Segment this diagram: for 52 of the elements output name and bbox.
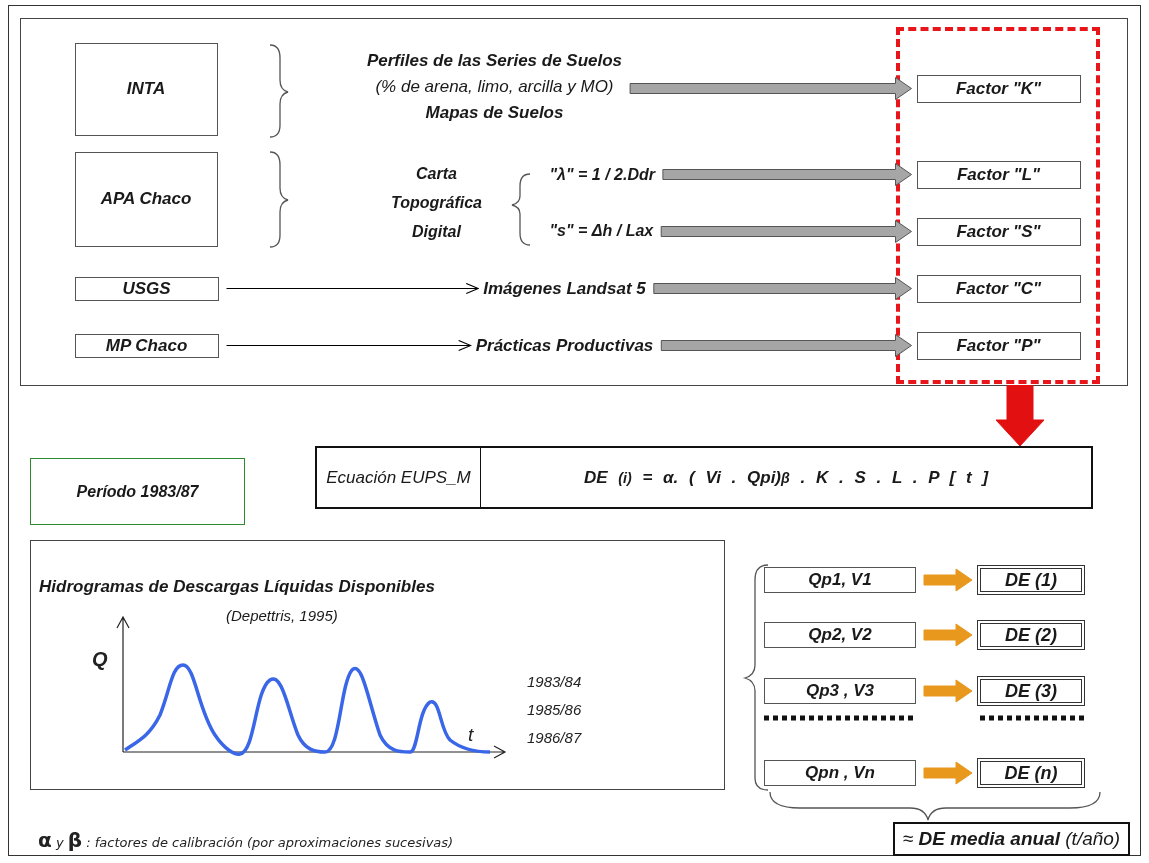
text-label: (% de arena, limo, arcilla y MO)	[375, 77, 614, 97]
source-box: Qp2, V2	[764, 622, 916, 648]
axis-label: Q	[92, 648, 108, 671]
block-arrow	[923, 761, 973, 785]
source-box: Factor "C"	[916, 274, 1081, 303]
text-label: Carta Topográfica Digital	[390, 163, 483, 242]
equation-name: Ecuación EUPS_M	[317, 448, 481, 507]
block-arrow	[629, 77, 912, 100]
result-box: DE (1)	[977, 565, 1085, 595]
text-label: Imágenes Landsat 5	[483, 278, 646, 299]
result-box: DE (3)	[977, 676, 1085, 706]
source-box: Factor "P"	[916, 331, 1081, 360]
panel-title: Hidrogramas de Descargas Líquidas Disponibles	[39, 577, 435, 597]
dashed-frame	[895, 26, 1100, 384]
block-arrow	[995, 385, 1045, 447]
block-arrow	[662, 163, 912, 186]
block-arrow	[660, 220, 912, 243]
source-box: Qp3 , V3	[764, 678, 916, 704]
source-box: Factor "S"	[916, 217, 1081, 246]
arrow	[225, 282, 479, 295]
formula-text: "s" = Δh / Lax	[549, 221, 654, 240]
source-citation: (Depettris, 1995)	[226, 607, 338, 624]
year-label: 1985/86	[527, 701, 582, 718]
panel-frame	[20, 18, 1128, 386]
source-box: USGS	[74, 276, 219, 301]
result-box: ≈ DE media anual (t/año)	[893, 822, 1130, 856]
source-box: INTA	[74, 42, 218, 136]
footnote: α y β : factores de calibración (por aproximaciones sucesivas)	[38, 828, 454, 852]
year-label: 1983/84	[527, 673, 582, 690]
source-box: Factor "L"	[916, 160, 1081, 189]
equation-box	[315, 446, 1093, 509]
text-label: Prácticas Productivas	[475, 335, 654, 356]
block-arrow	[923, 623, 973, 647]
block-arrow	[660, 334, 912, 357]
block-arrow	[923, 568, 973, 592]
period-box: Período 1983/87	[30, 458, 245, 525]
source-box: APA Chaco	[74, 151, 218, 247]
source-box: Factor "K"	[916, 74, 1081, 103]
result-box: DE (n)	[977, 758, 1085, 788]
source-box: Qpn , Vn	[764, 760, 916, 786]
block-arrow	[653, 277, 912, 300]
source-box: Qp1, V1	[764, 567, 916, 593]
arrow	[225, 339, 472, 352]
block-arrow	[923, 679, 973, 703]
text-label: Mapas de Suelos	[425, 103, 564, 123]
source-box: MP Chaco	[74, 333, 219, 358]
axis-label: t	[468, 724, 474, 746]
formula-text: "λ" = 1 / 2.Ddr	[549, 165, 655, 184]
result-box: DE (2)	[977, 620, 1085, 650]
hydrograph-panel	[30, 540, 725, 790]
text-label: Perfiles de las Series de Suelos	[366, 51, 623, 71]
year-label: 1986/87	[527, 729, 582, 746]
